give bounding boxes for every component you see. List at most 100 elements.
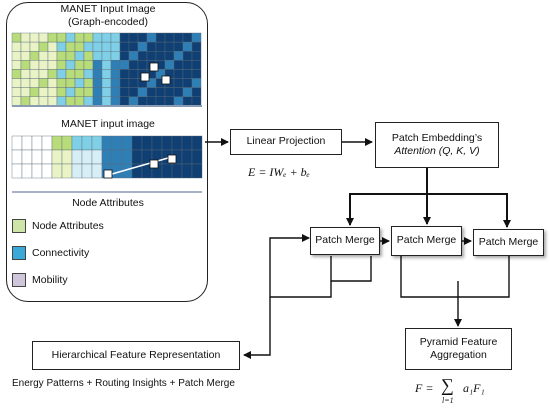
- grid-cell: [146, 96, 157, 106]
- grid-cell: [91, 135, 103, 151]
- patch-merge-2-label: Patch Merge: [396, 234, 457, 247]
- grid-cell: [155, 51, 166, 61]
- grid-cell: [119, 32, 130, 43]
- grid-cell: [173, 41, 184, 52]
- hierarchical-label: Hierarchical Feature Representation: [51, 348, 221, 361]
- grid-cell: [83, 41, 94, 52]
- patch-embedding-title: Patch Embedding’s: [391, 131, 483, 144]
- grid-cell: [38, 87, 49, 97]
- grid-cell: [173, 60, 184, 70]
- grid-cell: [110, 78, 121, 88]
- grid-cell: [119, 69, 130, 79]
- grid-cell: [173, 51, 184, 61]
- grid-cell: [121, 135, 133, 151]
- grid-cell: [128, 96, 139, 106]
- grid-cell: [181, 135, 193, 151]
- grid-cell: [101, 32, 112, 43]
- legend-mobility: Mobility: [12, 273, 68, 287]
- grid-cell: [74, 69, 85, 79]
- grid-cell: [128, 51, 139, 61]
- grid-cell: [155, 96, 166, 106]
- grid-cell: [182, 96, 193, 106]
- grid-cell: [41, 163, 53, 179]
- grid-cell: [51, 135, 63, 151]
- grid-cell: [110, 60, 121, 70]
- grid-cell: [92, 78, 103, 88]
- panel-subtitle: MANET input image: [61, 118, 155, 130]
- grid-cell: [65, 32, 76, 43]
- grid-cell: [29, 60, 40, 70]
- grid-cell: [71, 163, 83, 179]
- grid-cell: [51, 149, 63, 165]
- grid-cell: [173, 69, 184, 79]
- grid-cell: [191, 163, 203, 179]
- grid-cell: [191, 51, 202, 61]
- grid-cell: [111, 149, 123, 165]
- grid-cell: [137, 87, 148, 97]
- grid-cell: [11, 41, 22, 52]
- grid-cell: [74, 78, 85, 88]
- grid-cell: [119, 78, 130, 88]
- grid-cell: [101, 135, 113, 151]
- grid-cell: [56, 32, 67, 43]
- grid-cell: [20, 87, 31, 97]
- grid-cell: [38, 51, 49, 61]
- grid-cell: [20, 60, 31, 70]
- input-image-grid: [11, 135, 203, 193]
- grid-cell: [101, 87, 112, 97]
- grid-cell: [20, 96, 31, 106]
- pyramid-formula-sub: l=1: [442, 396, 454, 405]
- grid-cell: [146, 32, 157, 43]
- grid-cell: [21, 163, 33, 179]
- grid-cell: [74, 96, 85, 106]
- grid-cell: [56, 78, 67, 88]
- arrow-to-merge-1: [346, 193, 427, 226]
- grid-cell: [182, 78, 193, 88]
- grid-cell: [83, 60, 94, 70]
- grid-cell: [20, 32, 31, 43]
- grid-cell: [137, 41, 148, 52]
- grid-cell: [47, 51, 58, 61]
- grid-cell: [92, 32, 103, 43]
- patch-merge-1: Patch Merge: [310, 227, 380, 255]
- grid-cell: [47, 69, 58, 79]
- grid-cell: [29, 32, 40, 43]
- grid-cell: [164, 32, 175, 43]
- grid-cell: [38, 41, 49, 52]
- grid-cell: [11, 163, 23, 179]
- pyramid-formula-lhs: F =: [415, 381, 434, 395]
- grid-cell: [111, 135, 123, 151]
- hierarchical-caption: Energy Patterns + Routing Insights + Pat…: [12, 378, 235, 389]
- node-attributes-caption: Node Attributes: [72, 197, 144, 209]
- arrow-to-hierarchical: [243, 297, 271, 359]
- grid-cell: [137, 96, 148, 106]
- grid-cell: [171, 163, 183, 179]
- grid-cell: [47, 41, 58, 52]
- node-marker: [140, 72, 150, 82]
- node-marker: [149, 159, 159, 169]
- grid-cell: [155, 41, 166, 52]
- grid-cell: [141, 135, 153, 151]
- grid-cell: [191, 149, 203, 165]
- grid-cell: [20, 51, 31, 61]
- projection-formula: E = IWₑ + bₑ: [248, 165, 310, 179]
- panel-title-sub: (Graph-encoded): [68, 16, 148, 28]
- legend-label-connectivity: Connectivity: [32, 247, 90, 259]
- grid-cell: [101, 51, 112, 61]
- grid-cell: [11, 32, 22, 43]
- legend-label-mobility: Mobility: [32, 274, 68, 286]
- grid-cell: [119, 96, 130, 106]
- grid-cell: [191, 78, 202, 88]
- arrow-to-merge-3: [427, 193, 511, 228]
- grid-cell: [128, 78, 139, 88]
- grid-cell: [56, 41, 67, 52]
- pyramid-subtitle: Aggregation: [430, 349, 487, 361]
- grid-cell: [47, 96, 58, 106]
- grid-cell: [74, 87, 85, 97]
- grid-cell: [11, 96, 22, 106]
- grid-cell: [119, 87, 130, 97]
- grid-cell: [56, 96, 67, 106]
- grid-cell: [47, 78, 58, 88]
- grid-cell: [81, 135, 93, 151]
